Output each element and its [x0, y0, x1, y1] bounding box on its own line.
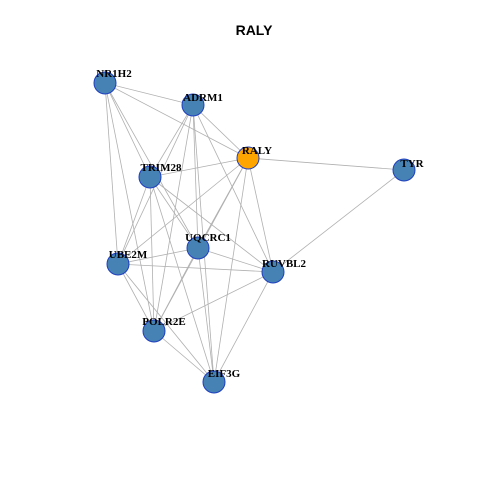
node-label-eif3g: EIF3G: [208, 368, 241, 380]
node-label-tyr: TYR: [400, 158, 424, 170]
node-label-nr1h2: NR1H2: [96, 68, 132, 80]
edge-ube2m-eif3g: [117, 263, 215, 383]
diagram-title: RALY: [236, 22, 273, 38]
edge-adrm1-uqcrc1: [192, 104, 199, 249]
edge-tyr-ruvbl2: [272, 169, 405, 273]
node-ube2m[interactable]: [106, 252, 130, 276]
node-ruvbl2[interactable]: [261, 260, 285, 284]
edge-ruvbl2-polr2e: [153, 271, 274, 332]
edge-polr2e-eif3g: [153, 330, 215, 383]
node-uqcrc1[interactable]: [186, 236, 210, 260]
node-nr1h2[interactable]: [93, 71, 117, 95]
edge-raly-ube2m: [117, 157, 249, 265]
node-label-adrm1: ADRM1: [183, 92, 223, 104]
edge-raly-ruvbl2: [247, 157, 274, 273]
node-label-uqcrc1: UQCRC1: [185, 232, 231, 244]
edge-raly-trim28: [149, 157, 249, 178]
node-raly[interactable]: [236, 146, 260, 170]
edge-adrm1-raly: [192, 104, 249, 159]
edge-trim28-polr2e: [149, 176, 155, 332]
edge-nr1h2-polr2e: [104, 82, 155, 332]
edge-raly-tyr: [247, 157, 405, 171]
edge-ube2m-ruvbl2: [117, 263, 274, 273]
node-tyr[interactable]: [392, 158, 416, 182]
edge-nr1h2-trim28: [104, 82, 151, 178]
edge-trim28-ube2m: [117, 176, 151, 265]
node-label-ube2m: UBE2M: [109, 249, 148, 261]
edge-nr1h2-adrm1: [104, 82, 194, 106]
edge-adrm1-trim28: [149, 104, 194, 178]
edge-uqcrc1-ube2m: [117, 247, 199, 265]
node-eif3g[interactable]: [202, 370, 226, 394]
edge-trim28-eif3g: [149, 176, 215, 383]
node-label-polr2e: POLR2E: [142, 316, 185, 328]
node-trim28[interactable]: [138, 165, 162, 189]
edge-uqcrc1-ruvbl2: [197, 247, 274, 273]
node-label-trim28: TRIM28: [141, 162, 182, 174]
nodes-layer: [93, 71, 416, 394]
edge-uqcrc1-eif3g: [197, 247, 215, 383]
node-polr2e[interactable]: [142, 319, 166, 343]
node-label-raly: RALY: [242, 145, 272, 157]
edge-adrm1-ruvbl2: [192, 104, 274, 273]
edge-nr1h2-ube2m: [104, 82, 119, 265]
edge-trim28-ruvbl2: [149, 176, 274, 273]
edge-nr1h2-uqcrc1: [104, 82, 199, 249]
node-adrm1[interactable]: [181, 93, 205, 117]
edge-ruvbl2-eif3g: [213, 271, 274, 383]
edge-adrm1-polr2e: [153, 104, 194, 332]
edge-nr1h2-raly: [104, 82, 249, 159]
edge-trim28-uqcrc1: [149, 176, 199, 249]
node-label-ruvbl2: RUVBL2: [262, 258, 307, 270]
edge-ube2m-polr2e: [117, 263, 155, 332]
